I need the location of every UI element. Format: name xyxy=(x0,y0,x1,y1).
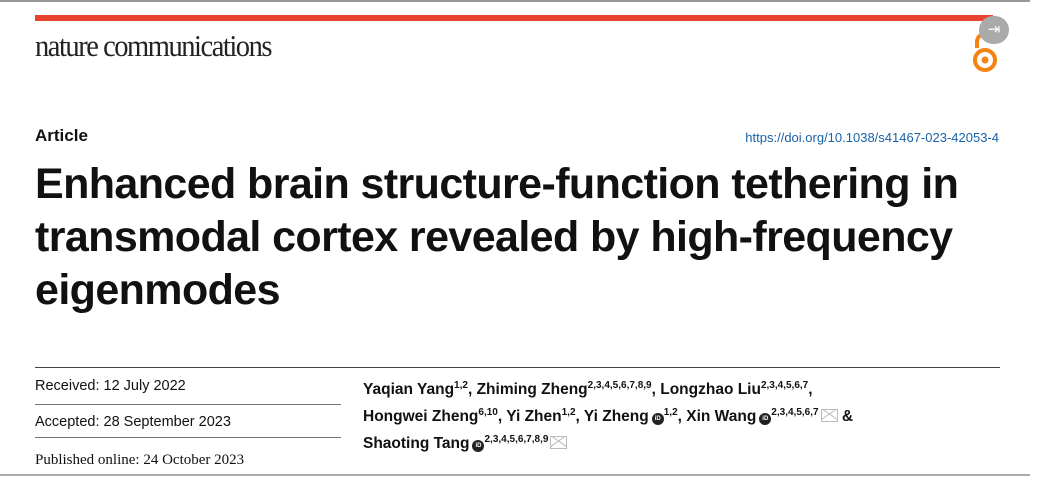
affiliation-numbers: 2,3,4,5,6,7 xyxy=(771,407,819,419)
separator: , xyxy=(808,381,813,399)
divider xyxy=(35,367,1000,368)
separator: , xyxy=(677,408,687,426)
affiliation-numbers: 2,3,4,5,6,7,8,9 xyxy=(587,380,652,391)
bottom-border xyxy=(0,474,1030,476)
separator: , xyxy=(467,381,477,399)
separator: , xyxy=(497,408,507,426)
affiliation-numbers: 2,3,4,5,6,7,8,9 xyxy=(484,434,549,446)
separator: , xyxy=(651,381,661,399)
published-date: Published online: 24 October 2023 xyxy=(35,452,245,468)
author-list: Yaqian Yang1,2, Zhiming Zheng2,3,4,5,6,7… xyxy=(363,374,983,455)
author[interactable]: Yaqian Yang xyxy=(363,381,455,399)
mail-icon[interactable] xyxy=(550,436,568,450)
journal-name: nature communications xyxy=(35,28,272,63)
author[interactable]: Xin Wang xyxy=(686,408,757,426)
author[interactable]: Hongwei Zheng xyxy=(363,408,479,426)
author[interactable]: Zhiming Zheng xyxy=(476,381,588,399)
author[interactable]: Yi Zheng xyxy=(583,408,649,426)
article-title: Enhanced brain structure-function tether… xyxy=(35,160,959,314)
author[interactable]: Longzhao Liu xyxy=(660,381,761,399)
separator: & xyxy=(837,408,854,426)
orcid-icon[interactable]: iD xyxy=(651,413,664,426)
doi-link[interactable]: https://doi.org/10.1038/s41467-023-42053… xyxy=(745,130,999,145)
affiliation-numbers: 1,2 xyxy=(663,407,678,419)
top-border xyxy=(0,0,1030,2)
divider xyxy=(35,404,341,405)
affiliation-numbers: 2,3,4,5,6,7 xyxy=(760,380,809,391)
received-date: Received: 12 July 2022 xyxy=(35,378,186,394)
affiliation-numbers: 1,2 xyxy=(454,380,468,391)
divider xyxy=(35,437,341,438)
journal-accent-bar xyxy=(35,15,993,21)
article-type: Article xyxy=(35,126,88,145)
author[interactable]: Yi Zhen xyxy=(506,408,562,426)
accepted-date: Accepted: 28 September 2023 xyxy=(35,414,231,430)
mail-icon[interactable] xyxy=(820,409,838,423)
author[interactable]: Shaoting Tang xyxy=(363,435,470,453)
exit-icon[interactable]: ⇥ xyxy=(979,16,1009,44)
orcid-icon[interactable]: iD xyxy=(759,413,772,426)
separator: , xyxy=(575,408,584,426)
affiliation-numbers: 1,2 xyxy=(561,407,576,419)
affiliation-numbers: 6,10 xyxy=(478,407,498,419)
orcid-icon[interactable]: iD xyxy=(472,440,485,453)
